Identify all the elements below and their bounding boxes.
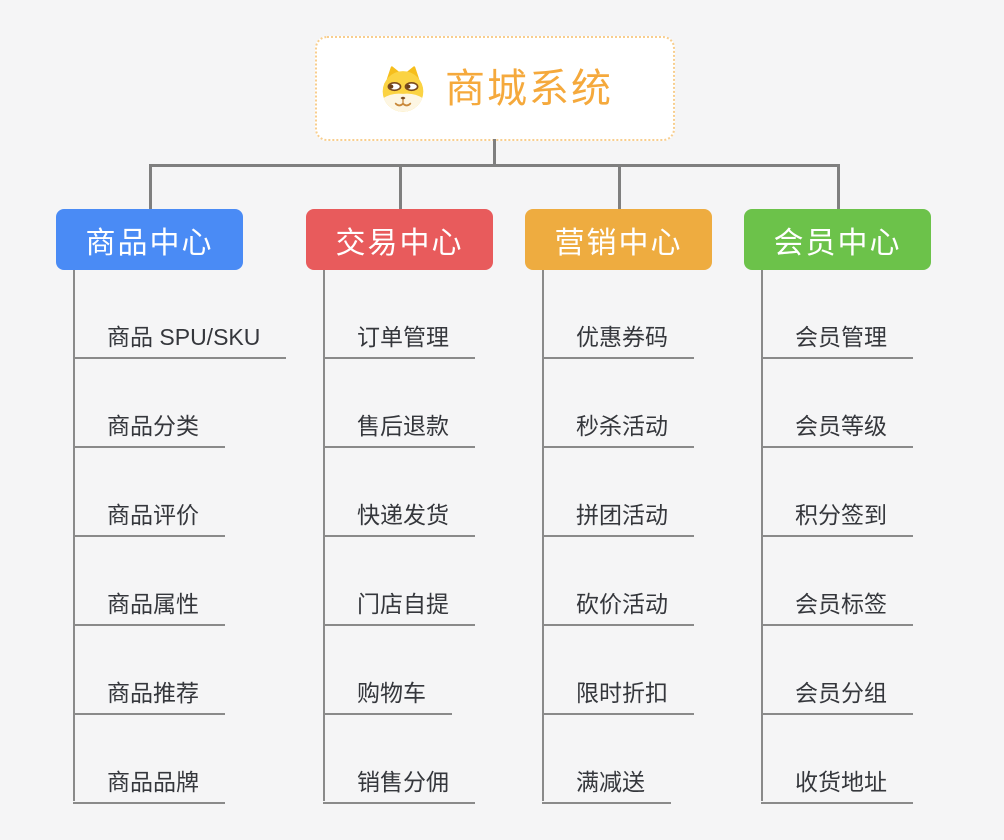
sub-item-label: 商品品牌 [73, 769, 225, 804]
branch-label: 交易中心 [335, 226, 464, 260]
sub-item[interactable]: 销售分佣 [323, 715, 553, 804]
connector-column-spine [323, 270, 325, 801]
sub-item-label: 会员等级 [761, 413, 913, 448]
doge-icon [382, 65, 424, 112]
branch-node[interactable]: 商品中心 [56, 209, 243, 270]
sub-item-label: 会员管理 [761, 324, 913, 359]
sub-item[interactable]: 秒杀活动 [542, 359, 772, 448]
connector-horizontal [149, 164, 839, 167]
sub-item[interactable]: 商品属性 [73, 537, 303, 626]
sub-item[interactable]: 会员标签 [761, 537, 991, 626]
sub-item[interactable]: 售后退款 [323, 359, 553, 448]
branch-node[interactable]: 会员中心 [744, 209, 931, 270]
sub-item-label: 售后退款 [323, 413, 475, 448]
sub-item[interactable]: 快递发货 [323, 448, 553, 537]
sub-item[interactable]: 购物车 [323, 626, 553, 715]
sub-item-label: 商品 SPU/SKU [73, 324, 287, 359]
sub-item-label: 商品分类 [73, 413, 225, 448]
sub-item[interactable]: 拼团活动 [542, 448, 772, 537]
connector-column-spine [542, 270, 544, 801]
sub-item-label: 会员分组 [761, 680, 913, 715]
sub-item[interactable]: 会员分组 [761, 626, 991, 715]
sub-item-label: 商品属性 [73, 591, 225, 626]
sub-item-label: 会员标签 [761, 591, 913, 626]
branch-column: 优惠券码秒杀活动拼团活动砍价活动限时折扣满减送 [542, 270, 772, 804]
sub-item[interactable]: 商品推荐 [73, 626, 303, 715]
branch-node[interactable]: 营销中心 [525, 209, 712, 270]
sub-item[interactable]: 满减送 [542, 715, 772, 804]
sub-item-label: 快递发货 [323, 502, 475, 537]
sub-item-label: 满减送 [542, 769, 671, 804]
connector-root-stem [493, 139, 496, 164]
sub-item[interactable]: 门店自提 [323, 537, 553, 626]
sub-item-label: 秒杀活动 [542, 413, 694, 448]
sub-item-label: 购物车 [323, 680, 452, 715]
sub-item[interactable]: 砍价活动 [542, 537, 772, 626]
branch-node[interactable]: 交易中心 [306, 209, 493, 270]
root-node[interactable]: 商城系统 [315, 36, 675, 141]
sub-item-label: 门店自提 [323, 591, 475, 626]
sub-item[interactable]: 优惠券码 [542, 270, 772, 359]
branch-label: 会员中心 [773, 226, 902, 260]
connector-column-spine [761, 270, 763, 801]
sub-item-label: 限时折扣 [542, 680, 694, 715]
connector-branch-drop [618, 164, 621, 210]
sub-item[interactable]: 收货地址 [761, 715, 991, 804]
sub-item-label: 砍价活动 [542, 591, 694, 626]
branch-label: 商品中心 [85, 226, 214, 260]
connector-branch-drop [399, 164, 402, 210]
sub-item[interactable]: 商品评价 [73, 448, 303, 537]
branch-column: 订单管理售后退款快递发货门店自提购物车销售分佣 [323, 270, 553, 804]
branch-column: 商品 SPU/SKU 商品分类商品评价商品属性商品推荐商品品牌 [73, 270, 303, 804]
sub-item-label: 优惠券码 [542, 324, 694, 359]
sub-item[interactable]: 会员管理 [761, 270, 991, 359]
sub-item-label: 商品评价 [73, 502, 225, 537]
sub-item-label: 订单管理 [323, 324, 475, 359]
sub-item-label: 拼团活动 [542, 502, 694, 537]
sub-item-label: 商品推荐 [73, 680, 225, 715]
sub-item-label: 收货地址 [761, 769, 913, 804]
sub-item[interactable]: 商品分类 [73, 359, 303, 448]
root-title: 商城系统 [445, 66, 613, 111]
sub-item[interactable]: 会员等级 [761, 359, 991, 448]
sub-item[interactable]: 商品 SPU/SKU [73, 270, 303, 359]
sub-item[interactable]: 商品品牌 [73, 715, 303, 804]
sub-item[interactable]: 积分签到 [761, 448, 991, 537]
connector-column-spine [73, 270, 75, 801]
sub-item-label: 积分签到 [761, 502, 913, 537]
branch-column: 会员管理会员等级积分签到会员标签会员分组收货地址 [761, 270, 991, 804]
sub-item-label: 销售分佣 [323, 769, 475, 804]
branch-label: 营销中心 [554, 226, 683, 260]
sub-item[interactable]: 限时折扣 [542, 626, 772, 715]
connector-branch-drop [837, 164, 840, 210]
connector-branch-drop [149, 164, 152, 210]
sub-item[interactable]: 订单管理 [323, 270, 553, 359]
